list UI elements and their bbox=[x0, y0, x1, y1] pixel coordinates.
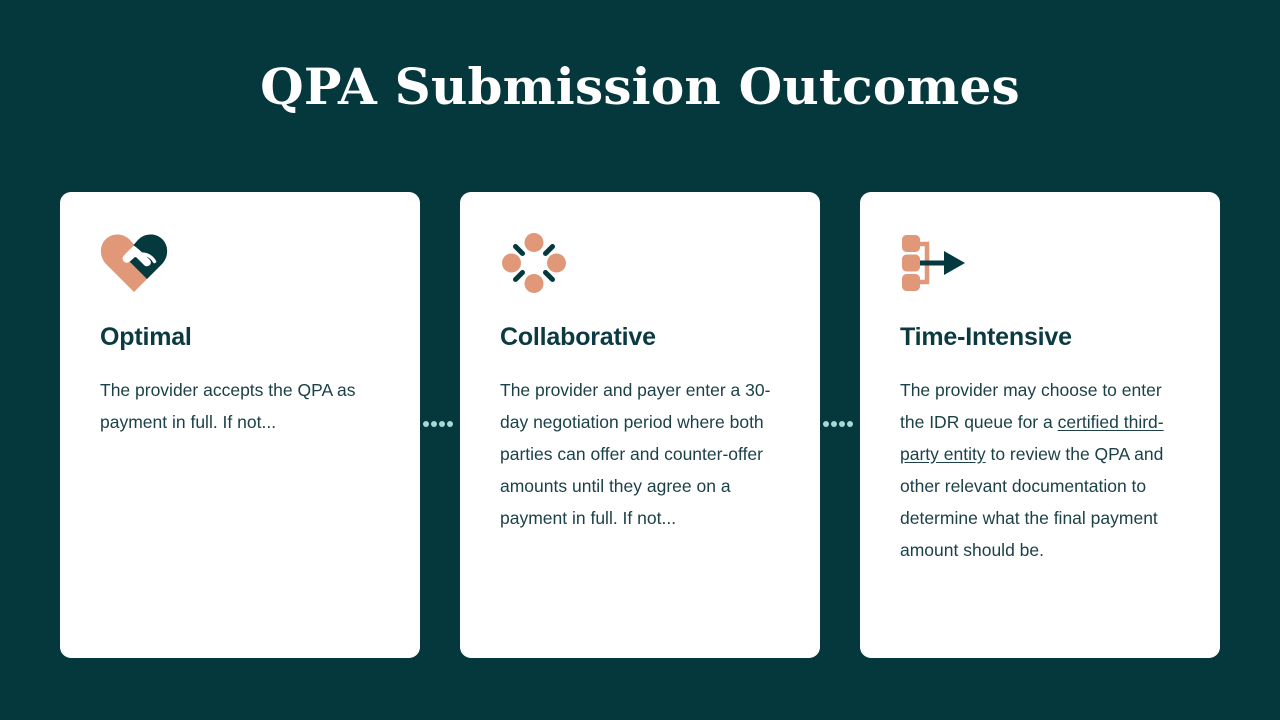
connector-card1-card2 bbox=[423, 420, 453, 428]
card-body-optimal: The provider accepts the QPA as payment … bbox=[100, 380, 356, 432]
page-title: QPA Submission Outcomes bbox=[260, 57, 1020, 116]
negotiation-cycle-icon bbox=[502, 233, 566, 293]
queue-arrow-icon bbox=[902, 235, 965, 291]
outcome-card-time-intensive[interactable]: Time-Intensive The provider may choose t… bbox=[860, 192, 1220, 658]
card-body-text-before: The provider may choose to enter the IDR… bbox=[900, 380, 1162, 432]
outcome-card-optimal[interactable]: Optimal The provider accepts the QPA as … bbox=[60, 192, 420, 658]
connector-card2-card3 bbox=[823, 420, 853, 428]
card-title-optimal: Optimal bbox=[100, 323, 192, 351]
connector-dot bbox=[839, 421, 845, 427]
card-body-time-intensive: The provider may choose to enter the IDR… bbox=[900, 374, 1180, 566]
heart-handshake-icon bbox=[100, 234, 168, 292]
connector-dot bbox=[847, 421, 853, 427]
outcome-cards-row: Optimal The provider accepts the QPA as … bbox=[60, 192, 1220, 658]
connector-dot bbox=[831, 421, 837, 427]
connector-dot bbox=[447, 421, 453, 427]
connector-dot bbox=[823, 421, 829, 427]
card-body-text-after: to review the QPA and other relevant doc… bbox=[900, 444, 1164, 560]
card-title-time-intensive: Time-Intensive bbox=[900, 323, 1072, 351]
connector-dot bbox=[431, 421, 437, 427]
connector-dot bbox=[423, 421, 429, 427]
outcome-card-collaborative[interactable]: Collaborative The provider and payer ent… bbox=[460, 192, 820, 658]
connector-dot bbox=[439, 421, 445, 427]
card-title-collaborative: Collaborative bbox=[500, 323, 656, 351]
card-body-collaborative: The provider and payer enter a 30-day ne… bbox=[500, 380, 771, 528]
certified-third-party-entity-link[interactable]: certified third-party entity bbox=[900, 412, 1164, 464]
